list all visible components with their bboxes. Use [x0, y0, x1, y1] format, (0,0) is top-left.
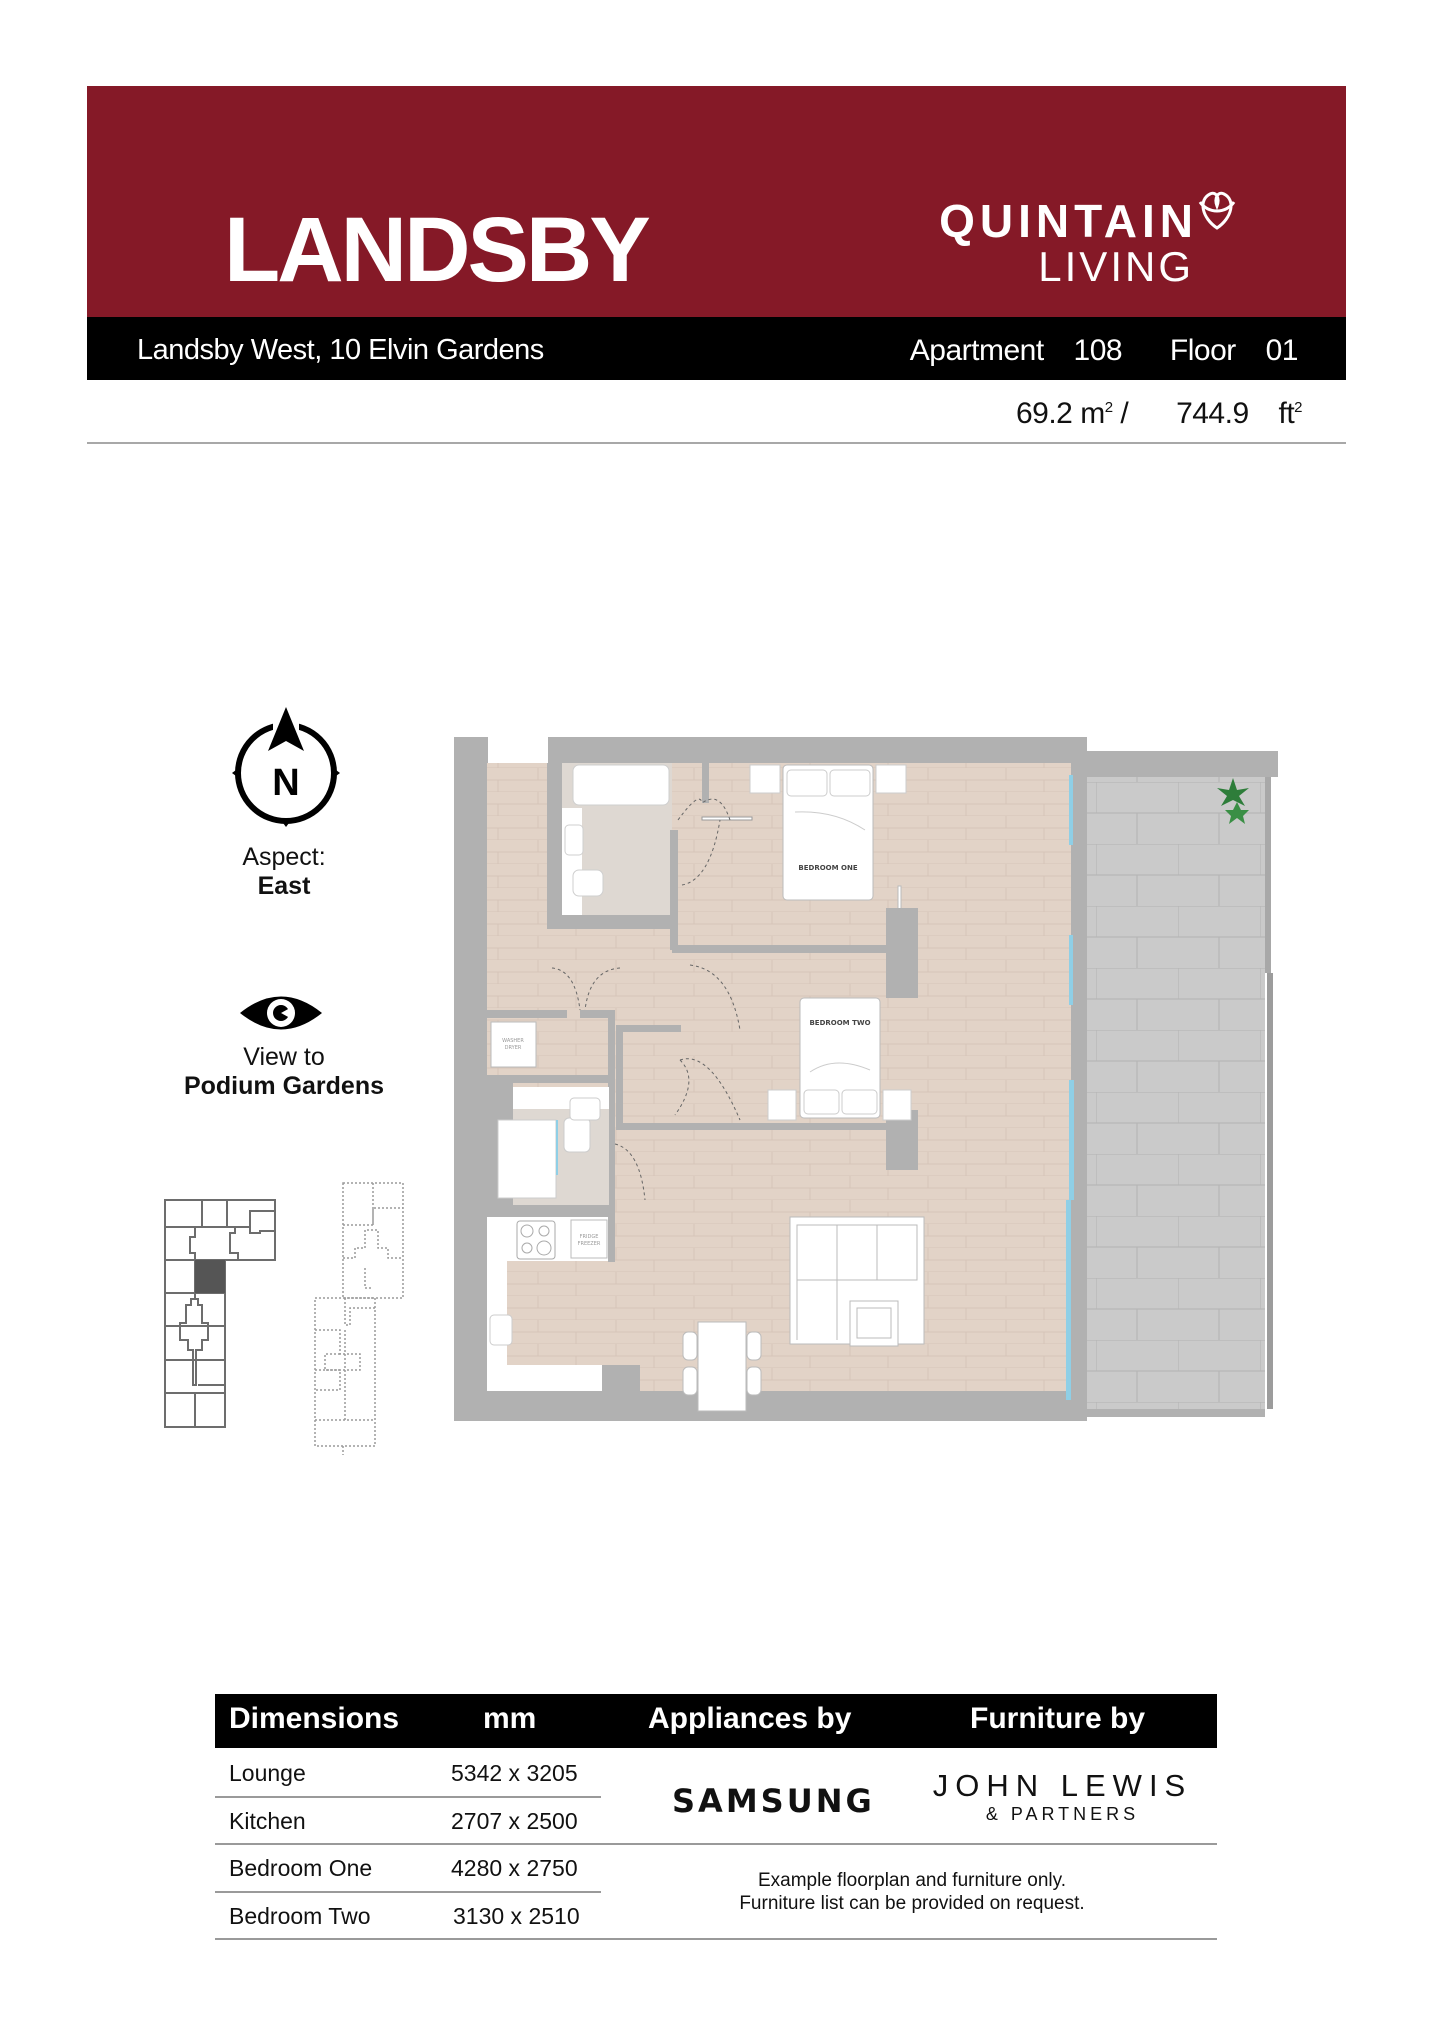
brand-line-2: LIVING — [1038, 243, 1194, 290]
washer-dryer-icon — [490, 1021, 537, 1068]
bathtub-icon — [572, 764, 670, 806]
dryer-label: DRYER — [505, 1045, 522, 1051]
window-glazing — [1066, 775, 1074, 1400]
view-info: View to Podium Gardens — [154, 1043, 414, 1101]
header-dimensions: Dimensions — [229, 1702, 400, 1735]
floor-label: Floor — [1169, 334, 1236, 367]
bed-one-icon — [782, 764, 874, 901]
hob-icon — [516, 1220, 556, 1260]
header-divider — [87, 442, 1346, 444]
john-lewis-line-2: & PARTNERS — [985, 1804, 1140, 1824]
view-value: Podium Gardens — [183, 1072, 385, 1100]
sqm-exponent: 2 — [1104, 399, 1113, 416]
floorplan: BEDROOM ONE BEDROOM TWO WASHER DRYER FRI… — [454, 737, 1278, 1421]
apartment-info: Apartment 108 Floor 01 — [888, 334, 1299, 368]
area-sqm-unit: m — [1080, 397, 1105, 430]
trinity-knot-icon — [1198, 191, 1236, 230]
table-header: Dimensions mm Appliances by Furniture by — [215, 1694, 1217, 1748]
row-size: 2707 x 2500 — [451, 1808, 578, 1834]
building-key-plan — [164, 1199, 276, 1428]
apartment-number: 108 — [1073, 334, 1123, 367]
row-divider — [215, 1938, 1217, 1940]
apartment-label: Apartment — [909, 334, 1044, 367]
john-lewis-line-1: JOHN LEWIS — [932, 1768, 1193, 1803]
brand-line-1: QUINTAIN — [939, 195, 1198, 247]
john-lewis-logo: JOHN LEWIS & PARTNERS — [930, 1768, 1195, 1825]
washer-label: WASHER — [502, 1038, 524, 1044]
header-furniture: Furniture by — [970, 1702, 1146, 1735]
room-label-bedroom-two: BEDROOM TWO — [809, 1019, 870, 1027]
aspect-label: Aspect: — [242, 843, 326, 871]
freezer-label: FREEZER — [578, 1241, 601, 1247]
address-bar: Landsby West, 10 Elvin Gardens Apartment… — [87, 317, 1346, 380]
fridge-label: FRIDGE — [580, 1234, 599, 1240]
bed-two-icon — [799, 997, 881, 1119]
eye-icon — [240, 996, 322, 1030]
sink-icon — [569, 1097, 601, 1121]
row-divider — [215, 1796, 601, 1798]
bathtub-icon — [497, 1119, 557, 1199]
view-label: View to — [243, 1043, 325, 1071]
header-banner: LANDSBY 2 Bed Apartment QUINTAIN LIVING — [87, 86, 1346, 368]
row-room: Bedroom One — [229, 1855, 373, 1881]
plant-icon — [1217, 778, 1249, 824]
header-appliances: Appliances by — [648, 1702, 852, 1735]
sqft-exponent: 2 — [1294, 399, 1302, 416]
row-room: Kitchen — [229, 1808, 306, 1834]
row-size: 3130 x 2510 — [453, 1903, 580, 1929]
floor-number: 01 — [1265, 334, 1299, 367]
disclaimer-line-2: Furniture list can be provided on reques… — [739, 1893, 1085, 1914]
site-key-plan — [314, 1182, 404, 1455]
aspect-info: Aspect: East — [154, 843, 414, 901]
quintain-living-logo: QUINTAIN LIVING — [939, 191, 1260, 290]
header-mm: mm — [483, 1702, 537, 1735]
toilet-icon — [563, 1117, 591, 1153]
floor-area: 69.2 m2 / 744.9 ft2 — [1015, 397, 1303, 431]
row-divider — [215, 1891, 601, 1893]
aspect-value: East — [257, 872, 311, 900]
compass-letter: N — [272, 762, 299, 804]
area-sqft: 744.9 — [1176, 397, 1249, 430]
toilet-icon — [572, 869, 604, 897]
fridge-freezer-icon — [570, 1219, 608, 1259]
area-sqft-unit: ft — [1278, 397, 1295, 430]
row-divider — [215, 1843, 1217, 1845]
dining-table-icon — [697, 1321, 747, 1412]
row-size: 5342 x 3205 — [451, 1760, 578, 1786]
compass-north-icon: N — [232, 707, 340, 827]
disclaimer-line-1: Example floorplan and furniture only. — [757, 1870, 1067, 1891]
row-size: 4280 x 2750 — [451, 1855, 578, 1881]
row-room: Bedroom Two — [229, 1903, 371, 1929]
terrace — [1070, 751, 1278, 1417]
area-separator: / — [1120, 397, 1129, 430]
samsung-logo: SAMSUNG — [672, 1782, 875, 1820]
row-room: Lounge — [229, 1760, 306, 1786]
sink-icon — [564, 824, 584, 856]
highlighted-unit — [195, 1260, 225, 1293]
area-sqm: 69.2 — [1015, 397, 1073, 430]
kitchen-sink-icon — [489, 1314, 513, 1346]
room-label-bedroom-one: BEDROOM ONE — [798, 864, 857, 872]
development-title: LANDSBY — [224, 199, 651, 301]
address: Landsby West, 10 Elvin Gardens — [137, 334, 544, 366]
